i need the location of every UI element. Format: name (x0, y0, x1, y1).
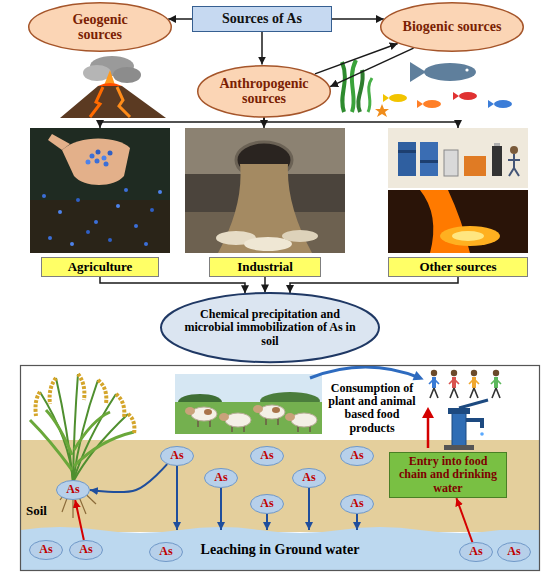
arsenic-blob: As (56, 480, 90, 500)
arsenic-blob: As (340, 494, 374, 514)
people-figures (429, 370, 501, 398)
ellipse-outline (198, 65, 331, 116)
connector-arrow (330, 48, 413, 86)
ellipse-outline (70, 541, 103, 560)
arsenic-label: As (39, 543, 52, 556)
fertilizer-photo (30, 128, 170, 253)
rice-plant (30, 374, 134, 518)
arsenic-label: As (350, 449, 363, 462)
panel-frame (21, 366, 540, 571)
arsenic-blob: As (69, 540, 103, 560)
connector-arrow (356, 514, 358, 530)
connector-arrow (90, 464, 167, 492)
arsenic-label: As (214, 471, 227, 484)
ellipse-outline (293, 469, 326, 488)
arsenic-blob: As (250, 446, 284, 466)
arsenic-label: As (66, 483, 79, 496)
arsenic-blob: As (29, 540, 63, 560)
ellipse-outline (30, 541, 63, 560)
process-ellipse: Chemical precipitation and microbial imm… (160, 292, 380, 363)
arsenic-blob: As (340, 446, 374, 466)
node-text: Anthropogenic sources (212, 76, 316, 107)
node-text: Leaching in Ground water (201, 542, 360, 558)
caption-label: Other sources (388, 257, 528, 277)
ellipse-outline (205, 469, 238, 488)
arsenic-blob: As (459, 542, 493, 562)
ellipse-outline (150, 543, 183, 562)
arsenic-label: As (159, 545, 172, 558)
annotation-text: Consumption of plant and animal based fo… (326, 382, 418, 435)
volcano-illustration (60, 56, 166, 118)
ellipse-outline (381, 3, 524, 52)
other-sources-photo (388, 128, 528, 253)
arsenic-label: As (170, 449, 183, 462)
node-text: Geogenic sources (50, 12, 150, 43)
soil-profile (21, 440, 539, 570)
arsenic-blob: As (292, 468, 326, 488)
arsenic-blob: As (149, 542, 183, 562)
source-box: Sources of As (192, 6, 332, 32)
arsenic-label: As (260, 449, 273, 462)
node-text: Chemical precipitation and microbial imm… (182, 308, 358, 348)
ellipse-outline (29, 3, 172, 52)
food-flow-arrow (310, 367, 424, 380)
arsenic-blob: As (250, 494, 284, 514)
ellipse-outline (161, 447, 194, 466)
arsenic-label: As (79, 543, 92, 556)
source-photo-panel: Agriculture (30, 128, 170, 277)
arsenic-label: As (350, 497, 363, 510)
source-ellipse: Biogenic sources (380, 2, 524, 52)
source-ellipse: Anthropogenic sources (197, 65, 331, 118)
arsenic-blob: As (497, 542, 531, 562)
connector-arrow (315, 43, 398, 73)
connector-arrow (290, 277, 458, 293)
node-text: Sources of As (222, 11, 302, 27)
connector-arrow (100, 117, 264, 128)
node-text: Biogenic sources (403, 19, 502, 34)
ellipse-outline (251, 447, 284, 466)
connector-arrow (264, 117, 458, 128)
connector-arrow (176, 466, 178, 530)
source-ellipse: Geogenic sources (28, 2, 172, 52)
ellipse-outline (341, 447, 374, 466)
uptake-arrow (422, 407, 434, 448)
node-text: Entry into food chain and drinking water (394, 455, 502, 495)
ellipse-outline (460, 543, 493, 562)
hand-pump (444, 400, 488, 450)
arsenic-blob: As (204, 468, 238, 488)
connector-arrow (261, 32, 263, 65)
connector-arrow (308, 488, 310, 530)
ellipse-outline (161, 293, 379, 362)
connector-arrow (332, 18, 384, 20)
arsenic-label: As (302, 471, 315, 484)
effluent-photo (185, 128, 345, 253)
entry-box: Entry into food chain and drinking water (389, 452, 507, 498)
connector-arrow (266, 514, 268, 530)
arsenic-blob: As (160, 446, 194, 466)
arsenic-label: As (507, 545, 520, 558)
connector-arrow (456, 498, 472, 542)
ellipse-outline (341, 495, 374, 514)
layer-label: Soil (26, 504, 66, 518)
connector-arrow (75, 500, 84, 540)
connector-arrow (100, 277, 245, 293)
ellipse-outline (251, 495, 284, 514)
ellipse-outline (57, 481, 90, 500)
connector-arrow (220, 488, 222, 530)
connector-arrow (168, 18, 192, 20)
cattle-photo (175, 374, 322, 434)
groundwater-band: Leaching in Ground water As As As As As (21, 530, 539, 570)
caption-label: Agriculture (41, 257, 159, 277)
ellipse-outline (498, 543, 531, 562)
arsenic-label: As (260, 497, 273, 510)
connector-arrow (264, 277, 266, 292)
source-photo-panel: Industrial (185, 128, 345, 277)
source-photo-panel: Other sources (388, 128, 528, 277)
arsenic-label: As (469, 545, 482, 558)
caption-label: Industrial (209, 257, 321, 277)
